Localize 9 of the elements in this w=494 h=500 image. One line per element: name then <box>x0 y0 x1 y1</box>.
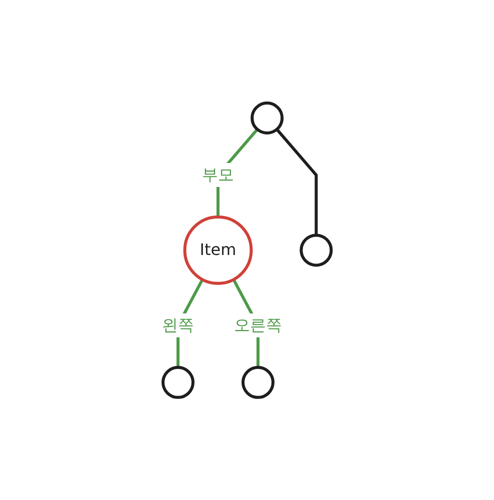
edge-label: 부모 <box>202 164 234 184</box>
node-circle <box>251 101 284 134</box>
edge-label: 왼쪽 <box>162 315 194 334</box>
node-circle: Item <box>184 215 254 285</box>
connector <box>276 128 318 235</box>
node-circle <box>300 234 334 266</box>
node-circle <box>162 366 195 399</box>
node-circle <box>242 366 275 399</box>
edge-label: 오른쪽 <box>234 315 282 334</box>
